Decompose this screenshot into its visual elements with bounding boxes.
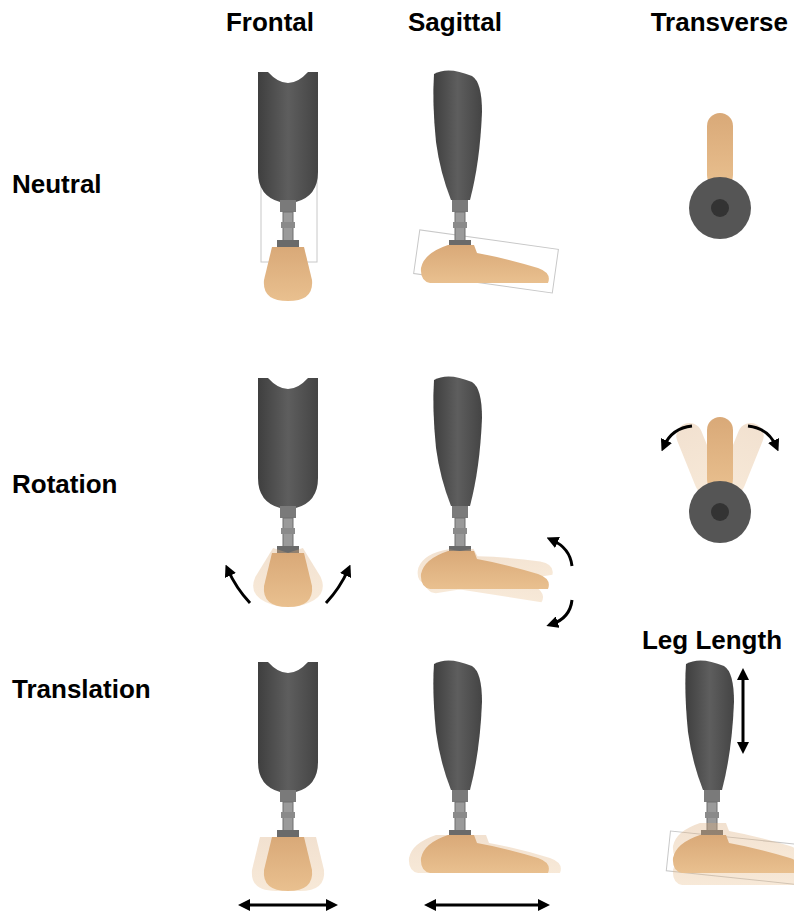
row-label: Rotation — [12, 470, 117, 500]
row-label: Neutral — [12, 170, 102, 200]
column-header: Transverse — [651, 8, 788, 38]
axis-label: Leg Length — [642, 626, 782, 656]
column-header: Frontal — [226, 8, 314, 38]
row-label: Translation — [12, 675, 151, 705]
column-header: Sagittal — [408, 8, 502, 38]
